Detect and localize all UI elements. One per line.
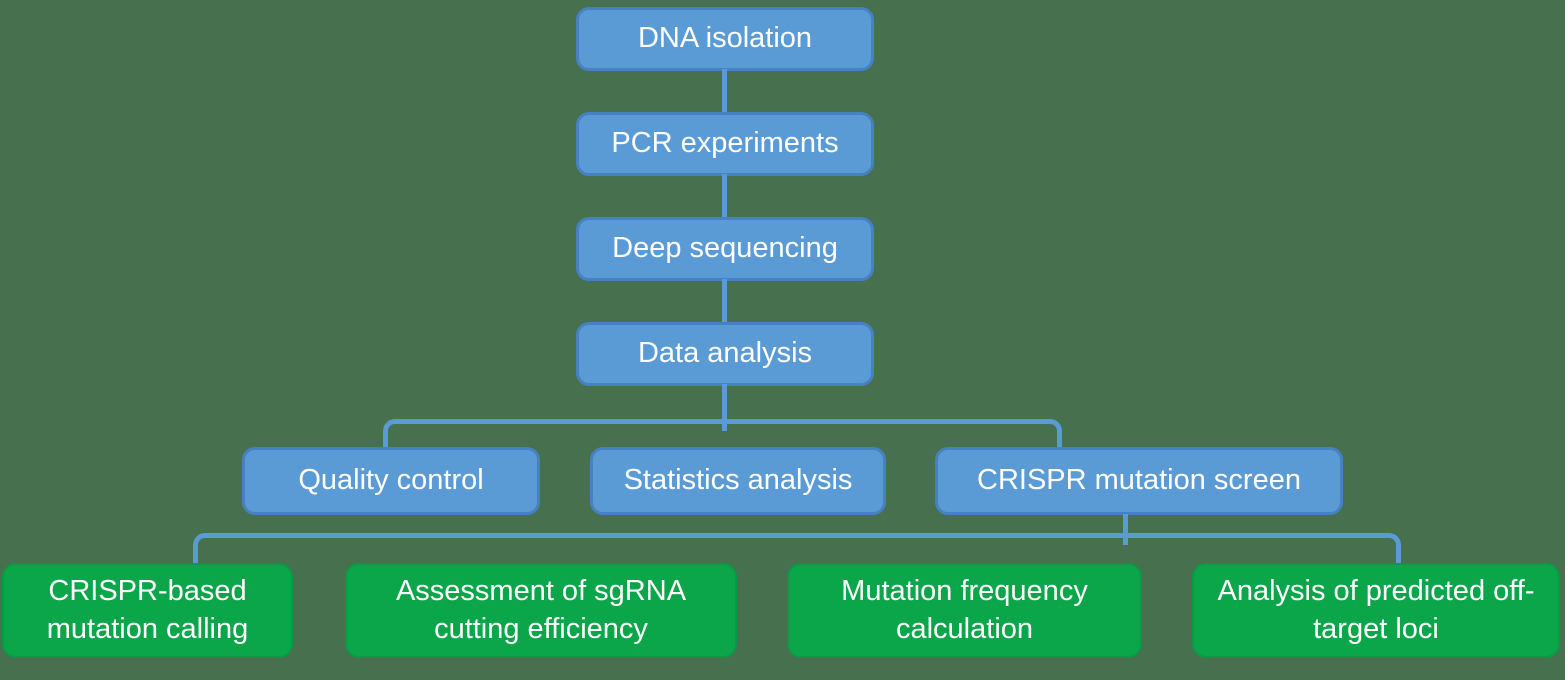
node-crispr-based-mutation-calling: CRISPR-based mutation calling bbox=[2, 563, 293, 658]
connector-analysis-bracket-tick bbox=[722, 424, 727, 431]
node-predicted-off-target-loci: Analysis of predicted off-target loci bbox=[1192, 563, 1560, 658]
connector-crispr-bracket-tick bbox=[1123, 538, 1128, 545]
node-sgrna-cutting-efficiency: Assessment of sgRNA cutting efficiency bbox=[345, 563, 737, 658]
connector-pcr-to-sequencing bbox=[722, 174, 727, 219]
node-quality-control: Quality control bbox=[242, 447, 540, 515]
node-crispr-mutation-screen: CRISPR mutation screen bbox=[935, 447, 1343, 515]
connector-crispr-stem bbox=[1123, 514, 1128, 534]
node-statistics-analysis: Statistics analysis bbox=[590, 447, 886, 515]
connector-dna-to-pcr bbox=[722, 69, 727, 114]
connector-analysis-bracket bbox=[383, 419, 1062, 448]
node-data-analysis: Data analysis bbox=[576, 322, 874, 386]
connector-crispr-bracket bbox=[193, 533, 1401, 564]
node-pcr-experiments: PCR experiments bbox=[576, 112, 874, 176]
node-mutation-frequency-calculation: Mutation frequency calculation bbox=[787, 563, 1142, 658]
connector-analysis-stem bbox=[722, 384, 727, 420]
node-dna-isolation: DNA isolation bbox=[576, 7, 874, 71]
node-deep-sequencing: Deep sequencing bbox=[576, 217, 874, 281]
connector-sequencing-to-analysis bbox=[722, 279, 727, 324]
